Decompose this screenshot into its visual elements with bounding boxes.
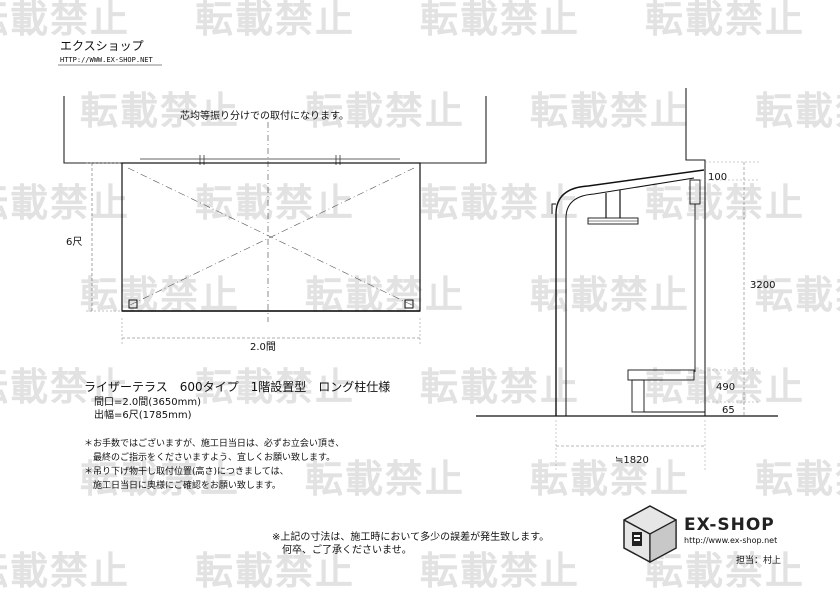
logo-brand: EX-SHOP [684, 515, 775, 535]
watermark-text: 転載禁止 [420, 181, 580, 225]
watermark-text: 転載禁止 [305, 89, 465, 133]
disclaimer-line: ※上記の寸法は、施工時において多少の誤差が発生致します。 [272, 530, 549, 543]
spec-frontage: 間口=2.0間(3650mm) [94, 396, 201, 408]
watermark-text: 転載禁止 [645, 181, 805, 225]
dim-depth: ≒1820 [615, 455, 649, 466]
header: エクスショップ HTTP://WWW.EX-SHOP.NET [58, 39, 162, 66]
note-line: 最終のご指示をくださいますよう、宜しくお願い致します。 [84, 451, 335, 463]
company-url: HTTP://WWW.EX-SHOP.NET [60, 56, 154, 64]
watermark-text: 転載禁止 [305, 273, 465, 317]
dim-top: 100 [708, 172, 727, 183]
watermark-text: 転載禁止 [80, 457, 240, 501]
watermark-text: 転載禁止 [420, 0, 580, 41]
watermark-text: 転載禁止 [195, 549, 355, 593]
watermark-text: 転載禁止 [195, 365, 355, 409]
plan-view: 芯均等振り分けでの取付になります。 6尺 2.0間 [63, 96, 487, 353]
watermark-text: 転載禁止 [645, 365, 805, 409]
depth-label: 6尺 [66, 236, 82, 248]
note-line: ＊お手数ではございますが、施工日当日は、必ずお立会い頂き、 [84, 437, 344, 449]
notes-block: ＊お手数ではございますが、施工日当日は、必ずお立会い頂き、 最終のご指示をくださ… [84, 437, 344, 491]
dim-step: 490 [716, 382, 735, 393]
watermark-text: 転載禁止 [195, 0, 355, 41]
disclaimer-block: ※上記の寸法は、施工時において多少の誤差が発生致します。 何卒、ご了承くださいま… [272, 530, 549, 556]
watermark-text: 転載禁止 [530, 273, 690, 317]
roof-profile [555, 169, 705, 416]
watermark-text: 転載禁止 [0, 365, 130, 409]
ex-shop-logo: EX-SHOP http://www.ex-shop.net 担当：村上 [623, 505, 781, 566]
watermark-text: 転載禁止 [420, 549, 580, 593]
watermark-text: 転載禁止 [530, 89, 690, 133]
watermark-text: 転載禁止 [755, 89, 840, 133]
watermark-text: 転載禁止 [420, 365, 580, 409]
watermark-text: 転載禁止 [0, 0, 130, 41]
dim-height: 3200 [750, 280, 775, 291]
logo-url: http://www.ex-shop.net [684, 536, 777, 545]
deck-top [627, 369, 695, 381]
disclaimer-line: 何卒、ご了承くださいませ。 [272, 543, 412, 556]
center-note: 芯均等振り分けでの取付になります。 [180, 109, 349, 122]
watermark-text: 転載禁止 [755, 457, 840, 501]
watermark-text: 転載禁止 [530, 457, 690, 501]
section-view: 100 3200 490 65 ≒1820 [476, 88, 778, 470]
note-line: 施工日当日に奥様にご確認をお願い致します。 [84, 479, 281, 491]
width-label: 2.0間 [250, 341, 276, 353]
dim-base: 65 [722, 405, 735, 416]
post-right [404, 299, 414, 309]
watermark-text: 転載禁止 [0, 181, 130, 225]
watermark-text: 転載禁止 [0, 549, 130, 593]
watermark-text: 転載禁止 [80, 273, 240, 317]
watermark-text: 転載禁止 [195, 181, 355, 225]
company-name: エクスショップ [60, 39, 144, 53]
post-left [128, 299, 138, 309]
section-wall [685, 88, 706, 416]
spec-title: ライザーテラス 600タイプ 1階設置型 ロング柱仕様 [84, 379, 390, 394]
watermark-text: 転載禁止 [80, 89, 240, 133]
note-line: ＊吊り下げ物干し取付位置(高さ)につきましては、 [84, 465, 289, 477]
watermark-text: 転載禁止 [305, 457, 465, 501]
staff-label: 担当：村上 [736, 554, 781, 566]
watermark-text: 転載禁止 [645, 0, 805, 41]
watermark-text: 転載禁止 [755, 273, 840, 317]
spec-projection: 出幅=6尺(1785mm) [94, 408, 192, 421]
watermark-text: 転載禁止 [645, 549, 805, 593]
cube-icon [623, 505, 677, 564]
spec-block: ライザーテラス 600タイプ 1階設置型 ロング柱仕様 間口=2.0間(3650… [84, 379, 390, 421]
